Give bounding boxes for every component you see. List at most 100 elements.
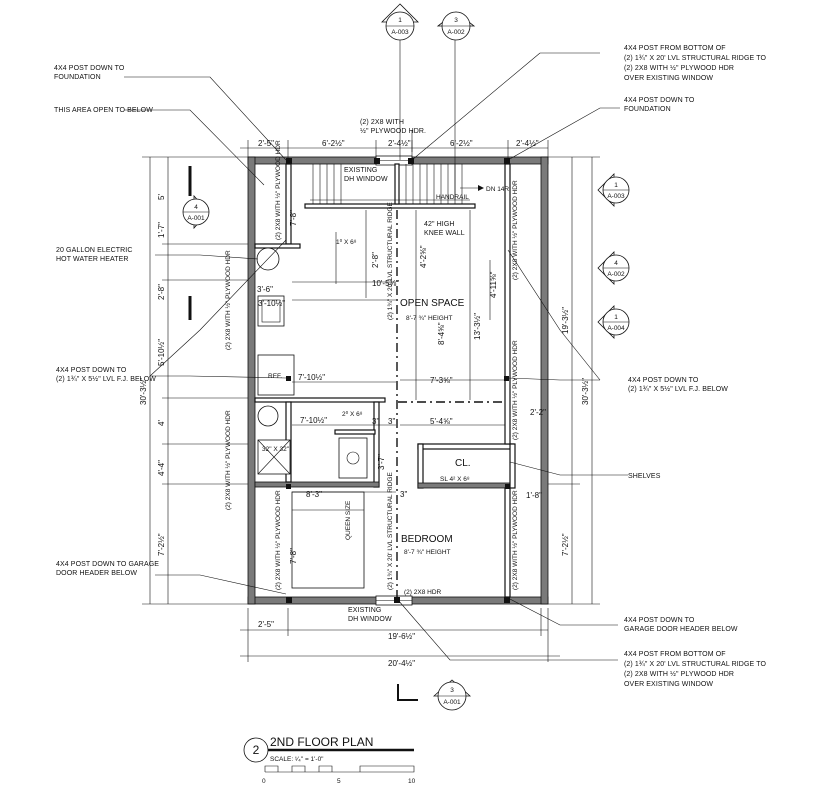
dim-4115: 4'-11⅝"	[489, 271, 498, 298]
leader-lines	[124, 40, 628, 661]
dim-left-total: 30'-3½"	[139, 378, 148, 405]
note-post-fj-r1: 4X4 POST DOWN TO	[628, 377, 699, 384]
marker-sheet: A-001	[443, 699, 461, 706]
dim-310: 3'-10½"	[258, 299, 285, 308]
dim-22: 2'-2"	[530, 408, 546, 417]
dimension-text: 2'-5" 6'-2½" 2'-4½" 6'-2½" 2'-4½" 2'-5" …	[139, 139, 590, 668]
title-block: 2 2ND FLOOR PLAN SCALE: ¹⁄₄" = 1'-0" 0 5…	[243, 735, 416, 785]
note-post-garage-2: DOOR HEADER BELOW	[56, 570, 137, 577]
section-marker-top2[interactable]: 3 A-002	[436, 11, 476, 41]
ref-label: REF.	[268, 373, 282, 380]
handrail-label: HANDRAIL	[436, 194, 469, 201]
hdr-v-6: (2) 2X8 WITH ½" PLYWOOD HDR	[224, 250, 232, 350]
marker-sheet: A-002	[447, 29, 465, 36]
existing-dh-top-2: DH WINDOW	[344, 176, 388, 183]
marker-num: 3	[454, 17, 458, 24]
note-ridge-bot-1: 4X4 POST FROM BOTTOM OF	[624, 651, 726, 658]
note-post-garage-r2: GARAGE DOOR HEADER BELOW	[624, 626, 738, 633]
note-post-foundation-2: FOUNDATION	[54, 74, 101, 81]
scale-bar-5: 5	[337, 778, 341, 785]
section-marker-right3[interactable]: 1 A-004	[597, 305, 630, 339]
dim-bot-total2: 20'-4½"	[388, 659, 415, 668]
ridge-label-1: (2) 1¾" X 20' LVL STRUCTURAL RIDGE	[387, 202, 394, 320]
note-ridge-top-3: (2) 2X8 WITH ½" PLYWOOD HDR	[624, 64, 734, 72]
note-ridge-top-4: OVER EXISTING WINDOW	[624, 75, 713, 82]
hdr-top-label-2: ½" PLYWOOD HDR.	[360, 127, 426, 135]
scale-bar-0: 0	[262, 778, 266, 785]
door-1-label: 1⁰ X 6⁸	[336, 238, 357, 246]
dim-right-total: 30'-3½"	[581, 378, 590, 405]
title-name: 2ND FLOOR PLAN	[270, 735, 373, 749]
dim-right-193: 19'-3½"	[561, 307, 570, 334]
marker-num: 1	[614, 314, 618, 321]
dim-3c: 3"	[388, 417, 395, 426]
note-ridge-top-2: (2) 1¾" X 20' LVL STRUCTURAL RIDGE TO	[624, 55, 766, 62]
ridge-label-2: (2) 1¾" X 20' LVL STRUCTURAL RIDGE	[387, 472, 394, 590]
section-marker-left[interactable]: 4 A-001	[182, 166, 210, 320]
refrigerator-icon	[257, 354, 295, 396]
dim-73: 7'-3⅝"	[430, 376, 453, 385]
toilet-icon	[338, 437, 368, 479]
marker-num: 1	[614, 182, 618, 189]
note-ridge-bot-4: OVER EXISTING WINDOW	[624, 681, 713, 688]
washer-icon	[257, 295, 285, 327]
scale-bar-10: 10	[408, 778, 416, 785]
dim-right-72: 7'-2½"	[561, 533, 570, 556]
hdr-v-5: (2) 2X8 WITH ½" PLYWOOD HDR	[511, 490, 519, 590]
section-marker-bottom[interactable]: 3 A-001	[397, 679, 472, 711]
marker-num: 1	[398, 17, 402, 24]
section-marker-right2[interactable]: 4 A-002	[597, 251, 630, 285]
shower-label: 32" X 32"	[262, 446, 290, 453]
note-shelves: SHELVES	[628, 473, 661, 480]
note-post-fj-1: 4X4 POST DOWN TO	[56, 367, 127, 374]
marker-sheet: A-003	[607, 193, 625, 200]
dim-1058: 10'-5⅜"	[372, 279, 399, 288]
queen-label: QUEEN SIZE	[345, 500, 352, 540]
section-marker-right1[interactable]: 1 A-003	[597, 173, 630, 207]
dim-top-e: 2'-4½"	[516, 139, 539, 148]
dim-left-17: 1'-7"	[157, 222, 166, 238]
dim-710a: 7'-10½"	[298, 373, 325, 382]
dim-18: 1'-8"	[526, 491, 542, 500]
room-labels: OPEN SPACE 8'-7 ¾" HEIGHT BEDROOM 8'-7 ¾…	[262, 238, 471, 623]
hdr-v-4: (2) 2X8 WITH ½" PLYWOOD HDR	[511, 340, 519, 440]
room-open-space-height: 8'-7 ¾" HEIGHT	[406, 315, 453, 322]
scale-bar	[264, 765, 415, 773]
structural-ridges	[396, 210, 506, 600]
note-ridge-bot-3: (2) 2X8 WITH ½" PLYWOOD HDR	[624, 670, 734, 678]
dim-3b: 3"	[372, 417, 379, 426]
dim-28: 2'-8"	[371, 252, 380, 268]
hdr-v-2: (2) 2X8 WITH ½" PLYWOOD HDR	[274, 490, 282, 590]
marker-sheet: A-001	[187, 215, 205, 222]
notes-right: 4X4 POST FROM BOTTOM OF (2) 1¾" X 20' LV…	[624, 45, 766, 688]
note-post-foundation-1: 4X4 POST DOWN TO	[54, 65, 125, 72]
note-post-garage-1: 4X4 POST DOWN TO GARAGE	[56, 561, 159, 568]
existing-dh-bot-1: EXISTING	[348, 607, 381, 614]
note-hot-water-1: 20 GALLON ELECTRIC	[56, 247, 133, 254]
dim-37: 3'-7"	[377, 454, 386, 470]
dim-top-c: 2'-4½"	[388, 139, 411, 148]
dim-849: 8'-4⅝"	[437, 322, 446, 345]
dim-left-510: 5'-10½"	[157, 339, 166, 366]
title-scale: SCALE: ¹⁄₄" = 1'-0"	[270, 756, 324, 763]
section-marker-top1[interactable]: 1 A-003	[381, 3, 419, 41]
room-bedroom: BEDROOM	[401, 534, 453, 545]
posts	[286, 158, 510, 603]
hdr-v-3: (2) 2X8 WITH ½" PLYWOOD HDR	[511, 180, 519, 280]
note-post-foundation-r1: 4X4 POST DOWN TO	[624, 97, 695, 104]
note-hot-water-2: HOT WATER HEATER	[56, 256, 129, 263]
dim-left-4: 4'	[157, 420, 166, 426]
knee-wall-1: 42" HIGH	[424, 221, 455, 228]
dim-top-a: 2'-5"	[258, 139, 274, 148]
dim-710b: 7'-10½"	[300, 416, 327, 425]
hdr-top-label-1: (2) 2X8 WITH	[360, 119, 404, 126]
dn-label: DN 14R	[486, 186, 509, 193]
note-post-fj-2: (2) 1¾" X 5½" LVL F.J. BELOW	[56, 375, 156, 383]
marker-sheet: A-004	[607, 325, 625, 332]
top-labels: (2) 2X8 WITH ½" PLYWOOD HDR. EXISTING DH…	[344, 119, 509, 237]
marker-num: 3	[450, 687, 454, 694]
dim-83: 8'-3"	[306, 490, 322, 499]
dim-left-28: 2'-8"	[157, 284, 166, 300]
